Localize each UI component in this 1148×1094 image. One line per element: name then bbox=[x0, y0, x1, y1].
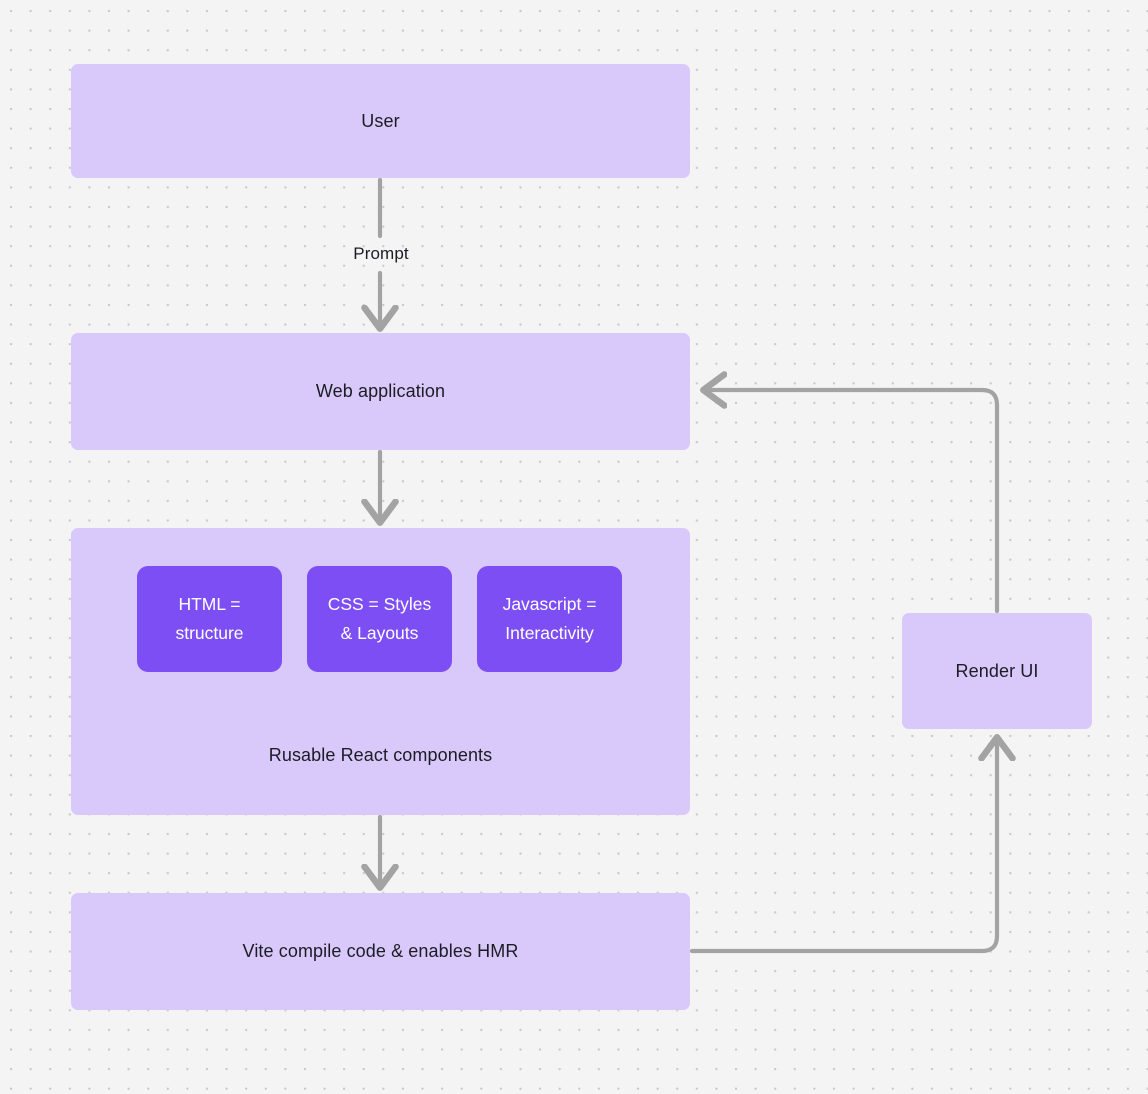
subnode-javascript-line1: Javascript = bbox=[502, 594, 597, 615]
subnode-css-line1: CSS = Styles bbox=[327, 594, 432, 615]
subnode-html-label: HTML = structure bbox=[175, 590, 243, 648]
subnode-css-label: CSS = Styles & Layouts bbox=[328, 590, 432, 648]
subnode-html[interactable]: HTML = structure bbox=[137, 566, 282, 672]
subnode-javascript-line2: Interactivity bbox=[505, 623, 594, 643]
node-user[interactable]: User bbox=[71, 64, 690, 178]
node-vite-compile-label: Vite compile code & enables HMR bbox=[242, 941, 519, 962]
node-reusable-react-components-label: Rusable React components bbox=[268, 745, 493, 765]
node-web-application-label: Web application bbox=[315, 381, 446, 402]
node-web-application[interactable]: Web application bbox=[71, 333, 690, 450]
node-vite-compile[interactable]: Vite compile code & enables HMR bbox=[71, 893, 690, 1010]
subnode-html-line2: structure bbox=[175, 623, 244, 643]
subnode-javascript-label: Javascript = Interactivity bbox=[503, 590, 597, 648]
node-reusable-react-components[interactable]: HTML = structure CSS = Styles & Layouts … bbox=[71, 528, 690, 815]
node-render-ui[interactable]: Render UI bbox=[902, 613, 1092, 729]
edge-vite-to-render bbox=[689, 739, 997, 954]
subnode-html-line1: HTML = bbox=[178, 594, 241, 615]
subnode-css[interactable]: CSS = Styles & Layouts bbox=[307, 566, 452, 672]
subnode-row: HTML = structure CSS = Styles & Layouts … bbox=[71, 566, 690, 672]
subnode-css-line2: & Layouts bbox=[340, 623, 419, 643]
node-user-label: User bbox=[361, 110, 400, 131]
edge-label-prompt: Prompt bbox=[353, 244, 409, 263]
node-render-ui-label: Render UI bbox=[955, 660, 1039, 681]
subnode-javascript[interactable]: Javascript = Interactivity bbox=[477, 566, 622, 672]
edge-render-to-webapp bbox=[705, 390, 1000, 614]
